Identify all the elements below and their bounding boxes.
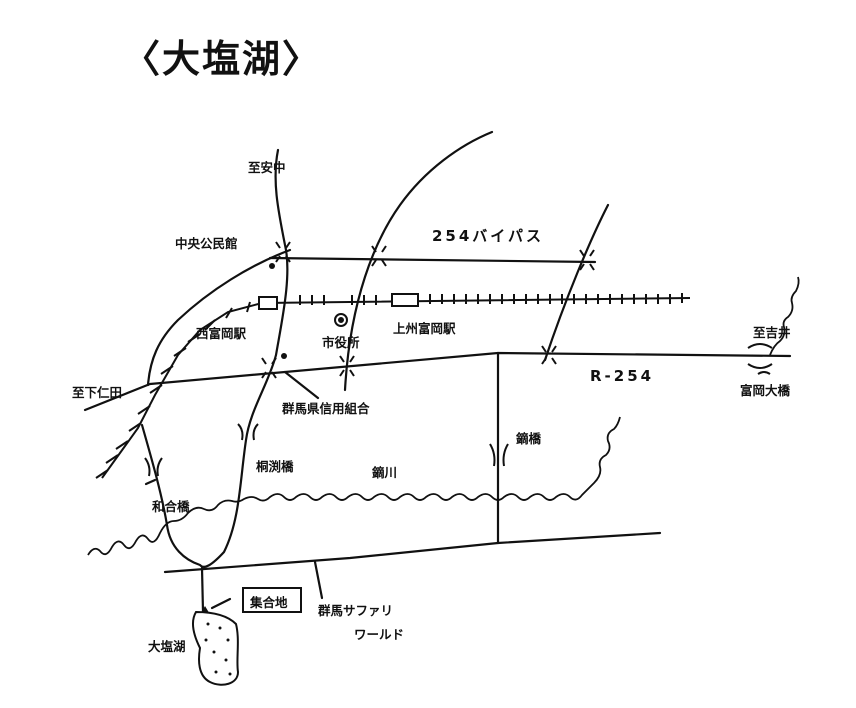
route-254-label: R-254 xyxy=(590,367,655,385)
credit-union-road xyxy=(283,370,320,400)
yoshii-river xyxy=(769,276,800,356)
tomioka-bridge-label: 富岡大橋 xyxy=(740,383,791,398)
page-title: 〈大塩湖〉 xyxy=(122,37,323,81)
kabura-river-label: 鏑川 xyxy=(372,465,398,480)
joshu-tomioka-station-mark xyxy=(391,293,419,307)
safari-label-line1: 群馬サファリ xyxy=(318,603,394,618)
nishi-tomioka-station-label: 西富岡駅 xyxy=(196,326,247,341)
western-road xyxy=(146,248,292,387)
kabura-bridge-mark xyxy=(489,443,509,467)
meeting-point-label: 集合地 xyxy=(250,595,288,610)
east-diagonal-road xyxy=(543,203,610,362)
wago-bridge-mark xyxy=(144,457,163,477)
joshu-tomioka-station-label: 上州富岡駅 xyxy=(393,321,456,336)
bypass-label: 254バイパス xyxy=(432,227,545,245)
to-yoshii-label: 至吉井 xyxy=(753,325,791,340)
central-hall-label: 中央公民館 xyxy=(175,236,238,251)
route-254-road xyxy=(83,351,792,412)
lake-label: 大塩湖 xyxy=(148,639,186,654)
safari-road xyxy=(313,560,324,600)
to-shimonita-label: 至下仁田 xyxy=(72,385,123,400)
kirishima-bridge-label: 桐渕橋 xyxy=(256,459,294,474)
nishi-tomioka-station-mark xyxy=(258,296,278,310)
meeting-point-box xyxy=(242,587,302,613)
south-road xyxy=(163,531,662,574)
lake-road xyxy=(200,566,205,614)
credit-union-label: 群馬県信用組合 xyxy=(282,401,370,416)
to-annaka-label: 至安中 xyxy=(248,160,286,175)
wago-bridge-label: 和合橋 xyxy=(152,499,190,514)
kirishima-bridge-mark xyxy=(237,423,259,441)
lake-shape xyxy=(192,610,240,686)
bypass-road xyxy=(268,256,597,264)
kabura-river xyxy=(87,416,621,556)
tomioka-bridge-mark xyxy=(747,343,773,369)
central-hall-mark xyxy=(269,263,275,269)
kabura-bridge-label: 鏑橋 xyxy=(516,431,542,446)
city-hall-label: 市役所 xyxy=(322,335,360,350)
safari-label-line2: ワールド xyxy=(354,627,405,642)
north-arc-road xyxy=(343,130,494,392)
